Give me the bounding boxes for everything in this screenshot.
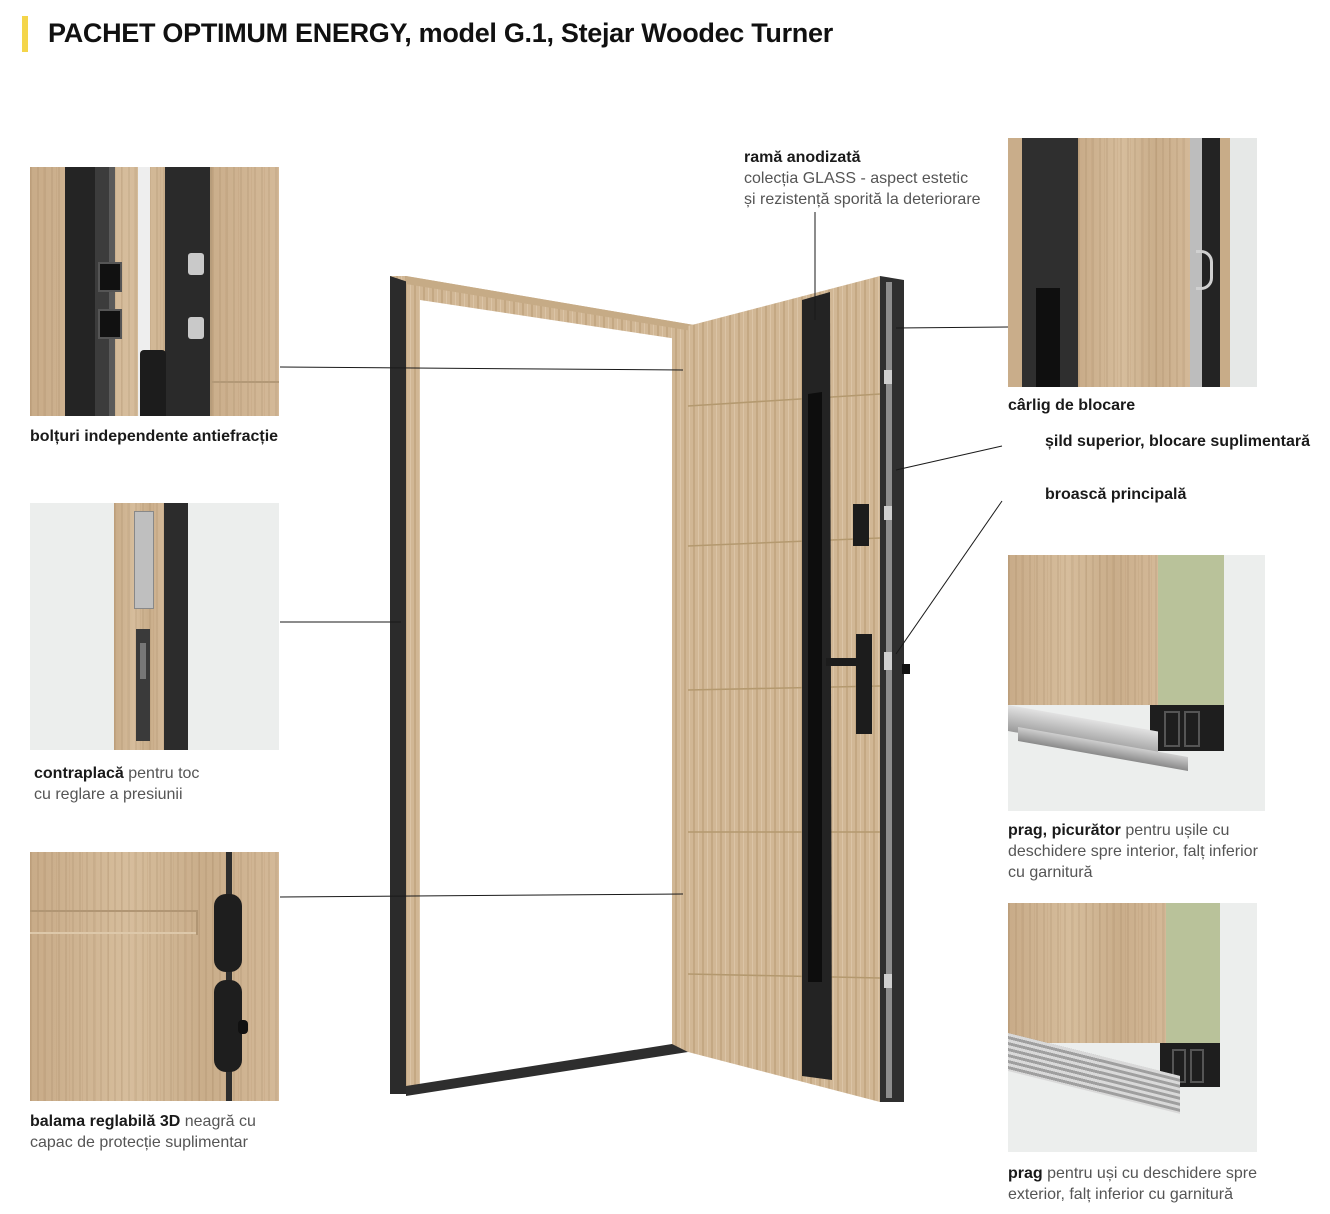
caption-strike-plate: contraplacă pentru toc cu reglare a pres… bbox=[34, 765, 200, 803]
frame-right-jamb bbox=[672, 336, 688, 1052]
page-title: PACHET OPTIMUM ENERGY, model G.1, Stejar… bbox=[48, 18, 833, 48]
photo-hinge bbox=[30, 852, 279, 1101]
photo-threshold-drip bbox=[1008, 555, 1265, 811]
caption-threshold-drip: prag, picurător pentru ușile cu deschide… bbox=[1008, 822, 1258, 881]
photo-bolts bbox=[30, 167, 279, 416]
caption-threshold: prag pentru uși cu deschidere spre exter… bbox=[1008, 1165, 1258, 1203]
leader-top-plate bbox=[895, 445, 1003, 471]
photo-hook bbox=[1008, 138, 1257, 387]
handle-bar bbox=[826, 658, 872, 666]
leader-bolts bbox=[279, 366, 684, 371]
caption-top-plate: șild superior, blocare suplimentară bbox=[1045, 433, 1310, 450]
title-accent-bar bbox=[22, 16, 28, 52]
leader-main-lock bbox=[895, 500, 1003, 655]
door-leaf bbox=[688, 276, 880, 1102]
frame-bottom bbox=[406, 1044, 688, 1096]
caption-main-lock: broască principală bbox=[1045, 486, 1187, 503]
caption-bolts: bolțuri independente antiefracție bbox=[30, 428, 279, 445]
photo-strike-plate bbox=[30, 503, 279, 750]
caption-frame: ramă anodizată colecția GLASS - aspect e… bbox=[744, 149, 981, 208]
frame-left-post bbox=[390, 276, 406, 1094]
photo-threshold bbox=[1008, 903, 1257, 1152]
caption-hook: cârlig de blocare bbox=[1008, 397, 1136, 414]
frame-left-trim bbox=[406, 276, 420, 1094]
handle-plate bbox=[856, 634, 872, 734]
leader-hinge bbox=[279, 893, 684, 898]
leader-hook bbox=[895, 326, 1009, 329]
upper-lock-plate bbox=[853, 504, 869, 546]
caption-hinge: balama reglabilă 3D neagră cu capac de p… bbox=[30, 1113, 256, 1151]
